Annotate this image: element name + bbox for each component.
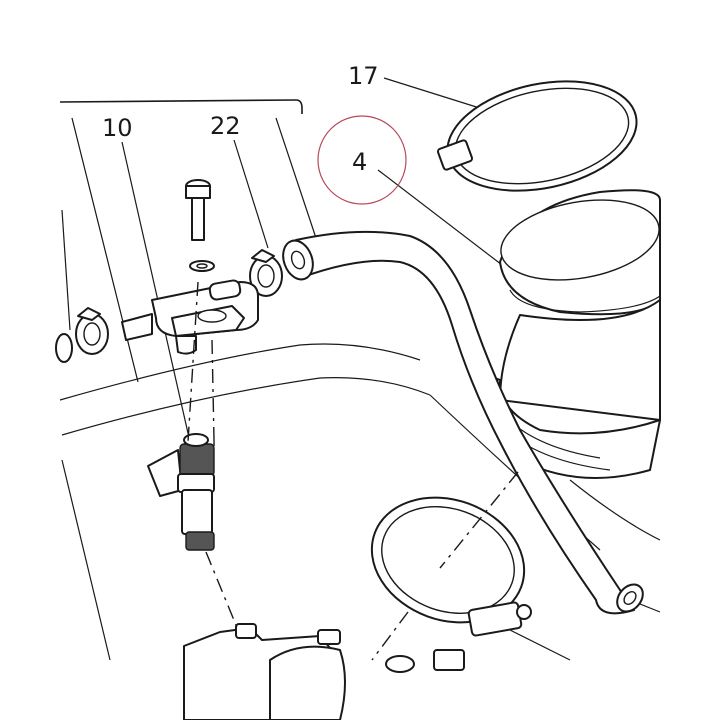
assembly-centerlines	[187, 281, 519, 661]
fuel-injector-10	[147, 433, 215, 551]
fuel-rail-fitting	[121, 279, 259, 355]
callout-22: 22	[210, 112, 241, 140]
throttle-body	[183, 623, 465, 720]
group-bracket	[59, 99, 303, 114]
highlight-circle	[317, 115, 407, 205]
hose-clamp-lower	[370, 496, 532, 637]
mounting-bolt	[185, 179, 215, 272]
callout-4: 4	[352, 148, 367, 176]
clamp-left	[55, 307, 109, 363]
clamp-22	[249, 249, 283, 297]
callout-10: 10	[102, 114, 133, 142]
callout-17: 17	[348, 62, 379, 90]
hose-clamp-17	[436, 80, 638, 192]
fuel-hose	[282, 230, 644, 615]
